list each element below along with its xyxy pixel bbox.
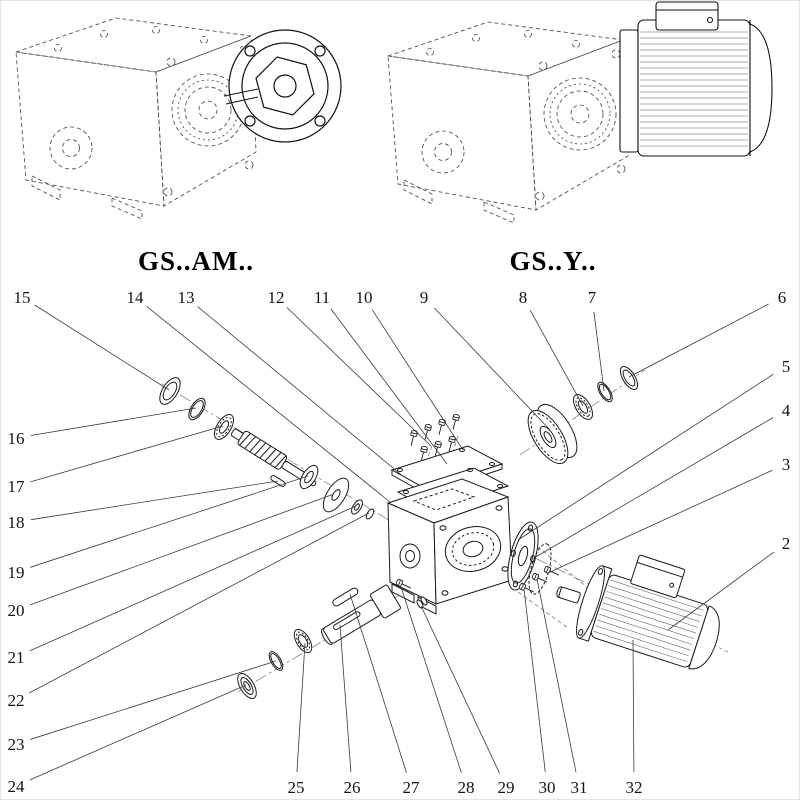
leader-line-20	[29, 493, 335, 606]
callout-label-23: 23	[8, 735, 25, 754]
leader-line-25	[296, 642, 306, 773]
part-17	[213, 414, 235, 440]
part-4-o-ring	[528, 543, 552, 595]
callout-label-13: 13	[178, 288, 195, 307]
callout-label-17: 17	[8, 477, 26, 496]
leader-line-19	[30, 475, 309, 568]
callout-label-21: 21	[8, 648, 25, 667]
callout-label-11: 11	[314, 288, 330, 307]
leader-line-23	[30, 660, 277, 740]
callout-label-18: 18	[8, 513, 25, 532]
callout-label-25: 25	[288, 778, 305, 797]
callout-label-30: 30	[539, 778, 556, 797]
gearbox-am-drawing	[15, 17, 342, 220]
callout-label-12: 12	[268, 288, 285, 307]
leader-line-7	[593, 311, 605, 392]
leader-line-30	[523, 588, 546, 773]
callout-label-27: 27	[403, 778, 421, 797]
leader-line-2	[667, 551, 775, 631]
part-7	[597, 381, 613, 403]
part-9-gear	[527, 403, 578, 465]
callout-label-31: 31	[571, 778, 588, 797]
leader-line-6	[628, 303, 769, 378]
leader-line-22	[29, 512, 370, 694]
part-20	[322, 477, 350, 513]
callout-label-28: 28	[458, 778, 475, 797]
callout-label-22: 22	[8, 691, 25, 710]
part-25	[293, 628, 313, 654]
part-3-plug	[543, 565, 561, 579]
callout-label-26: 26	[344, 778, 361, 797]
callout-label-9: 9	[420, 288, 429, 307]
part-16	[188, 397, 206, 421]
leader-line-31	[536, 578, 577, 773]
callout-label-32: 32	[626, 778, 643, 797]
leader-line-4	[533, 417, 774, 559]
callout-label-10: 10	[356, 288, 373, 307]
part-8	[572, 394, 594, 420]
part-2-motor	[556, 554, 720, 670]
part-30	[518, 582, 536, 596]
leader-line-27	[349, 593, 407, 773]
callout-label-19: 19	[8, 563, 25, 582]
leader-line-21	[29, 505, 357, 652]
flange-drawing	[223, 29, 342, 143]
leader-line-10	[371, 309, 464, 451]
leader-line-15	[34, 304, 170, 391]
part-15	[159, 377, 181, 405]
leader-line-16	[30, 407, 197, 436]
leader-line-3	[547, 469, 773, 574]
leader-line-11	[330, 308, 448, 465]
callout-label-24: 24	[8, 777, 26, 796]
part-24	[237, 672, 257, 700]
leader-line-32	[632, 639, 635, 773]
motor-drawing-assembled	[619, 1, 773, 157]
part-29	[416, 596, 428, 609]
output-shaft-group	[321, 584, 401, 645]
part-27	[332, 587, 359, 607]
variant-label-gs-am: GS..AM..	[138, 246, 254, 276]
gearbox-y-drawing	[387, 1, 773, 224]
gearbox-housing-exploded	[386, 478, 513, 615]
leader-line-12	[286, 307, 432, 447]
callout-label-2: 2	[782, 534, 791, 553]
part-6	[619, 366, 639, 390]
callout-label-3: 3	[782, 455, 791, 474]
leader-line-13	[197, 306, 405, 478]
callout-label-5: 5	[782, 357, 791, 376]
callout-label-29: 29	[498, 778, 515, 797]
callout-label-7: 7	[588, 288, 597, 307]
leader-line-17	[30, 425, 224, 483]
callout-label-8: 8	[519, 288, 528, 307]
variant-label-gs-y: GS..Y..	[509, 246, 597, 276]
callout-label-16: 16	[8, 429, 25, 448]
callout-label-6: 6	[778, 288, 787, 307]
leader-line-9	[434, 307, 551, 431]
leader-line-14	[146, 306, 391, 503]
part-22	[365, 508, 375, 520]
leader-line-28	[400, 586, 462, 773]
part-19	[299, 464, 319, 490]
leader-line-26	[339, 624, 352, 773]
input-worm-shaft	[230, 428, 317, 487]
part-21	[351, 499, 363, 515]
part-31	[531, 572, 549, 586]
leader-line-29	[420, 605, 500, 774]
leader-line-24	[29, 684, 247, 781]
leader-line-8	[529, 309, 584, 407]
callout-label-4: 4	[782, 401, 791, 420]
callout-label-20: 20	[8, 601, 25, 620]
leader-line-18	[30, 480, 279, 521]
callout-label-14: 14	[127, 288, 145, 307]
callout-label-15: 15	[14, 288, 31, 307]
part-5-flange-cover	[507, 521, 539, 591]
exploded-view	[159, 366, 729, 700]
leader-line-5	[517, 373, 774, 541]
